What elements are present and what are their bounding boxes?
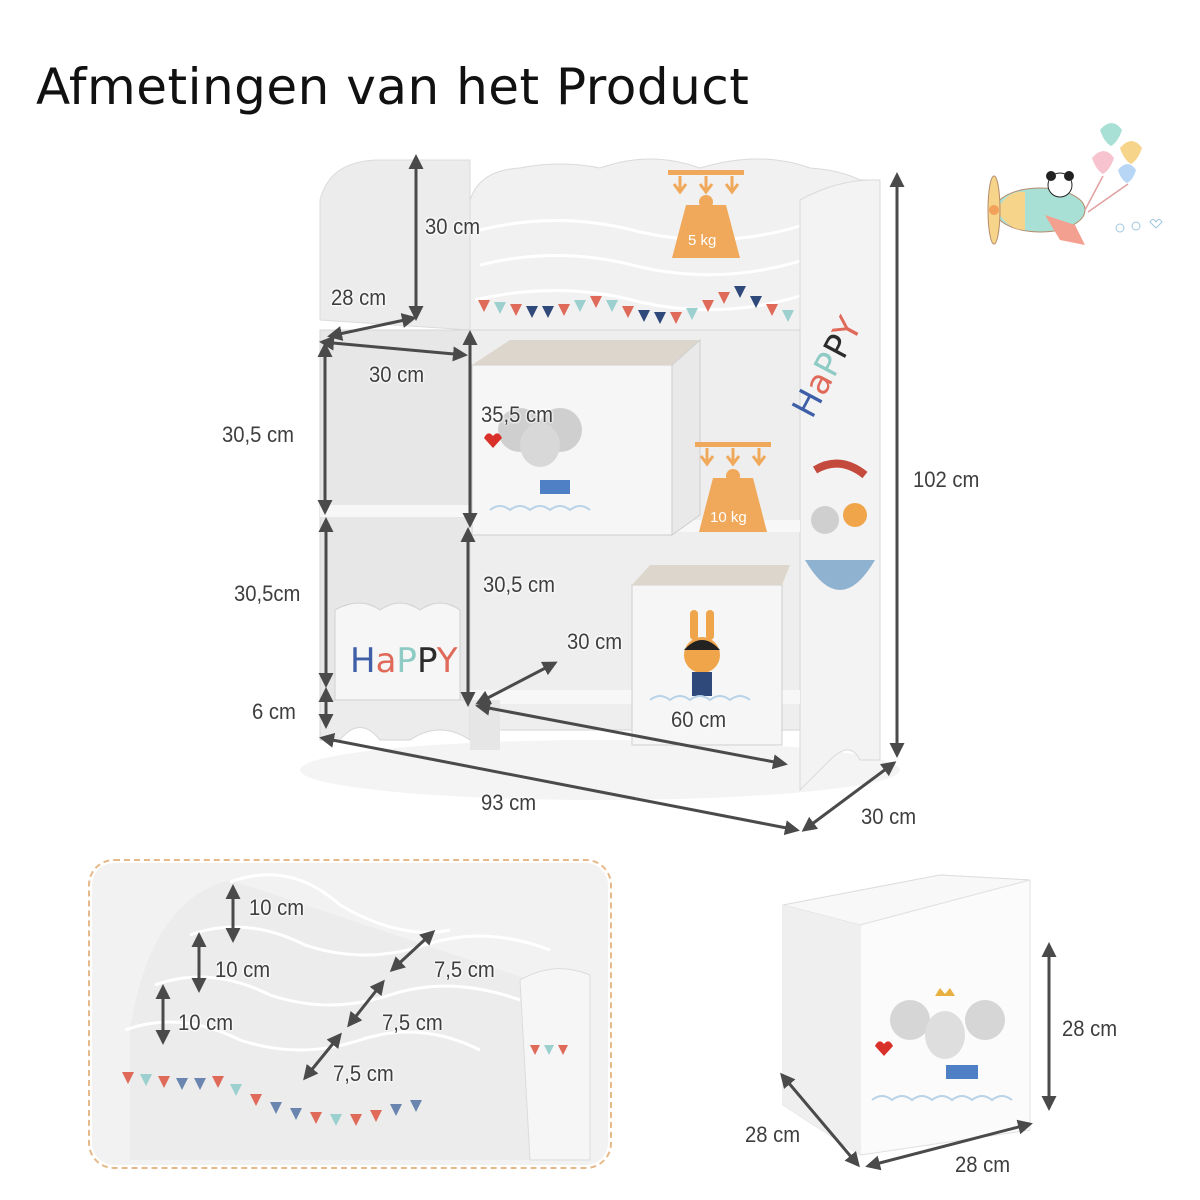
bin-height-label: 28 cm: [1062, 1016, 1118, 1041]
detail-depth-1: 7,5 cm: [434, 957, 495, 982]
storage-bin-illustration: [782, 874, 1031, 1156]
dim-cube-width: 30 cm: [369, 362, 425, 387]
dim-bottom-right-width: 60 cm: [671, 707, 727, 732]
bunting-decoration: [478, 286, 794, 324]
top-shelf-load-label: 5 kg: [688, 232, 717, 249]
dim-total-depth: 30 cm: [861, 804, 917, 829]
dim-total-width: 93 cm: [481, 790, 537, 815]
bin-dimension-lines: [780, 942, 1057, 1171]
bin-depth-label: 28 cm: [745, 1122, 801, 1147]
dim-leg-height: 6 cm: [252, 699, 296, 724]
dim-lower-cube-height: 30,5cm: [234, 581, 301, 606]
dim-total-height: 102 cm: [913, 467, 980, 492]
dim-lower-middle-height: 30,5 cm: [483, 572, 556, 597]
dimension-lines: [317, 154, 905, 836]
dim-lower-middle-depth: 30 cm: [567, 629, 623, 654]
bin-width-label: 28 cm: [955, 1152, 1011, 1177]
detail-height-3: 10 cm: [178, 1010, 234, 1035]
middle-shelf-load-label: 10 kg: [710, 509, 747, 526]
airplane-panda-icon: [987, 123, 1163, 245]
front-happy-text: HaPPY: [350, 641, 458, 681]
dim-top-compartment-height: 30 cm: [425, 214, 481, 239]
page-title: Afmetingen van het Product: [36, 58, 750, 116]
dim-top-compartment-depth: 28 cm: [331, 285, 387, 310]
detail-height-2: 10 cm: [215, 957, 271, 982]
side-happy-text: HaPPY: [785, 310, 871, 424]
weight-badge-top-icon: [668, 170, 744, 258]
detail-depth-3: 7,5 cm: [333, 1061, 394, 1086]
dim-upper-cube-height: 30,5 cm: [222, 422, 295, 447]
detail-depth-2: 7,5 cm: [382, 1010, 443, 1035]
detail-dimension-lines: [155, 884, 436, 1081]
weight-badge-middle-icon: [695, 442, 771, 532]
detail-height-1: 10 cm: [249, 895, 305, 920]
dim-box-opening-height: 35,5 cm: [481, 402, 554, 427]
detail-inset-frame: [88, 859, 612, 1169]
shelf-body: HaPPY HaPPY: [300, 158, 900, 800]
